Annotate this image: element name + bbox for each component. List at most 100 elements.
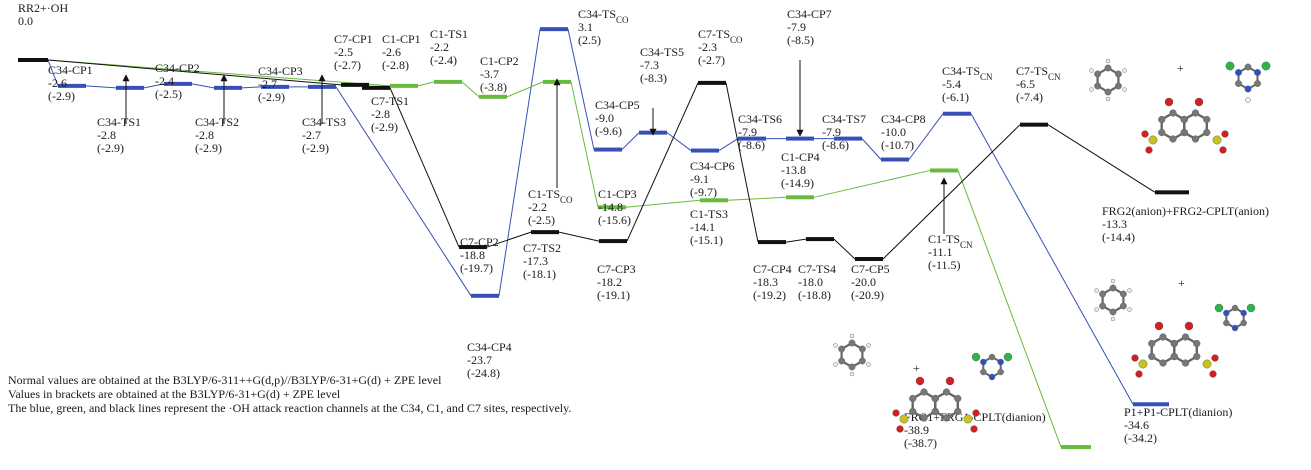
label-c7-tsco: C7-TSCO-2.3(-2.7) xyxy=(698,27,743,67)
connector-c7-5 xyxy=(626,82,699,242)
level-c34-cp2 xyxy=(164,81,192,86)
note-bracket-values: Values in brackets are obtained at the B… xyxy=(8,387,341,401)
level-c1-ts3 xyxy=(700,198,728,203)
molecule-frg2 xyxy=(1089,58,1229,154)
molecule-frg2-triazine xyxy=(1225,61,1271,103)
label-c34-cp3: C34-CP3-2.7(-2.9) xyxy=(258,64,303,104)
level-c34-ts7 xyxy=(834,136,862,141)
connector-c7-10 xyxy=(1047,124,1156,193)
connector-c34-3 xyxy=(191,83,215,89)
label-c1-cp3: C1-CP3-14.8(-15.6) xyxy=(598,187,637,227)
connector-c7-8 xyxy=(833,238,856,260)
connector-c34-8 xyxy=(567,29,595,150)
level-c7-cp4 xyxy=(758,240,786,245)
connector-c34-16 xyxy=(970,113,1134,405)
label-c34-tsco: C34-TSCO3.1(2.5) xyxy=(578,7,629,47)
molecule-structures: +++ xyxy=(833,58,1271,433)
label-c7-cp2: C7-CP2-18.8(-19.7) xyxy=(460,235,499,275)
level-c34-cp4 xyxy=(471,293,499,298)
connector-lines xyxy=(47,29,1156,448)
connector-c7-7 xyxy=(785,238,807,243)
level-c7-ts4 xyxy=(806,237,834,242)
label-c34-cp5: C34-CP5-9.0(-9.6) xyxy=(595,98,640,138)
connector-c34-15 xyxy=(908,113,944,160)
connector-c34-0 xyxy=(47,59,59,87)
label-c34-ts2: C34-TS2-2.8(-2.9) xyxy=(195,115,239,155)
label-c7-cp1: C7-CP1-2.5(-2.7) xyxy=(334,32,373,72)
level-c1-cp2 xyxy=(479,94,507,99)
level-rr2 xyxy=(18,58,48,62)
level-c1-cp3 xyxy=(598,205,626,210)
level-c34-tscn xyxy=(943,111,971,116)
label-frg2: FRG2(anion)+FRG2-CPLT(anion)-13.3(-14.4) xyxy=(1102,204,1269,244)
connector-c34-4 xyxy=(241,86,262,89)
level-p1 xyxy=(1133,402,1169,407)
level-c1-ts1 xyxy=(434,79,462,84)
plus-sign-frg2: + xyxy=(1177,61,1184,75)
level-c34-ts6 xyxy=(738,136,766,141)
level-c7-ts1 xyxy=(362,85,390,90)
level-c1-cp1 xyxy=(390,83,418,88)
connector-c34-14 xyxy=(861,138,882,160)
level-c34-cp8 xyxy=(881,157,909,162)
connector-c34-1 xyxy=(85,85,117,89)
connector-c1-4 xyxy=(570,81,599,208)
level-c1-cp4 xyxy=(786,195,814,200)
level-c7-cp5 xyxy=(855,257,883,261)
connector-c1-5 xyxy=(625,199,701,208)
energy-levels xyxy=(18,27,1189,450)
connector-c1-2 xyxy=(461,81,480,98)
label-c34-ts1: C34-TS1-2.8(-2.9) xyxy=(97,115,141,155)
level-c7-cp2 xyxy=(459,245,487,250)
label-p1: P1+P1-CPLT(dianion)-34.6(-34.2) xyxy=(1124,405,1232,445)
label-c34-ts7: C34-TS7-7.9(-8.6) xyxy=(822,112,866,152)
label-c1-ts1: C1-TS1-2.2(-2.4) xyxy=(430,27,468,67)
level-c34-ts1 xyxy=(116,85,144,90)
plus-sign-p1: + xyxy=(1178,276,1185,290)
connector-c1-7 xyxy=(813,169,931,198)
label-c7-ts1: C7-TS1-2.8(-2.9) xyxy=(371,94,409,134)
molecule-p1 xyxy=(1094,278,1256,378)
connector-c1-3 xyxy=(506,81,544,98)
level-c7-cp1 xyxy=(341,82,369,87)
molecule-frg1 xyxy=(833,333,1013,433)
label-c7-cp5: C7-CP5-20.0(-20.9) xyxy=(851,262,890,302)
connector-c1-1 xyxy=(417,81,435,87)
level-c7-tscn xyxy=(1020,122,1048,127)
footnotes: Normal values are obtained at the B3LYP/… xyxy=(8,373,571,415)
connector-c34-11 xyxy=(718,138,739,151)
label-c1-tsco: C1-TSCO-2.2(-2.5) xyxy=(528,187,573,227)
level-frg1 xyxy=(1061,445,1091,450)
connector-c34-7 xyxy=(498,29,541,296)
label-c34-ts5: C34-TS5-7.3(-8.3) xyxy=(640,45,684,85)
connector-c34-9 xyxy=(621,132,640,150)
level-c34-cp3 xyxy=(261,84,289,89)
connector-c1-8 xyxy=(957,170,1062,448)
label-c1-cp2: C1-CP2-3.7(-3.8) xyxy=(480,54,519,94)
pointer-arrows xyxy=(122,60,948,234)
label-c34-cp8: C34-CP8-10.0(-10.7) xyxy=(881,112,926,152)
level-c7-cp3 xyxy=(599,239,627,244)
connector-c7-4 xyxy=(558,231,600,242)
label-c34-cp4: C34-CP4-23.7(-24.8) xyxy=(467,340,512,380)
label-c34-ts3: C34-TS3-2.7(-2.9) xyxy=(302,115,346,155)
label-c1-cp1: C1-CP1-2.6(-2.8) xyxy=(382,32,421,72)
label-c34-cp2: C34-CP2-2.4(-2.5) xyxy=(155,61,200,101)
connector-c7-6 xyxy=(725,82,759,243)
connector-c1-6 xyxy=(727,196,787,201)
level-c34-cp1 xyxy=(58,83,86,88)
level-c7-tsco xyxy=(698,80,726,85)
connector-c34-6 xyxy=(335,86,472,297)
level-c34-tsco xyxy=(540,27,568,32)
label-c7-ts2: C7-TS2-17.3(-18.1) xyxy=(523,241,561,281)
label-c1-ts3: C1-TS3-14.1(-15.1) xyxy=(690,207,728,247)
note-line-colors: The blue, green, and black lines represe… xyxy=(8,401,572,415)
connector-c7-2 xyxy=(389,87,460,248)
level-c7-ts2 xyxy=(531,230,559,235)
label-c7-cp4: C7-CP4-18.3(-19.2) xyxy=(753,262,792,302)
level-c34-cp5 xyxy=(594,147,622,152)
label-c1-cp4: C1-CP4-13.8(-14.9) xyxy=(781,150,820,190)
